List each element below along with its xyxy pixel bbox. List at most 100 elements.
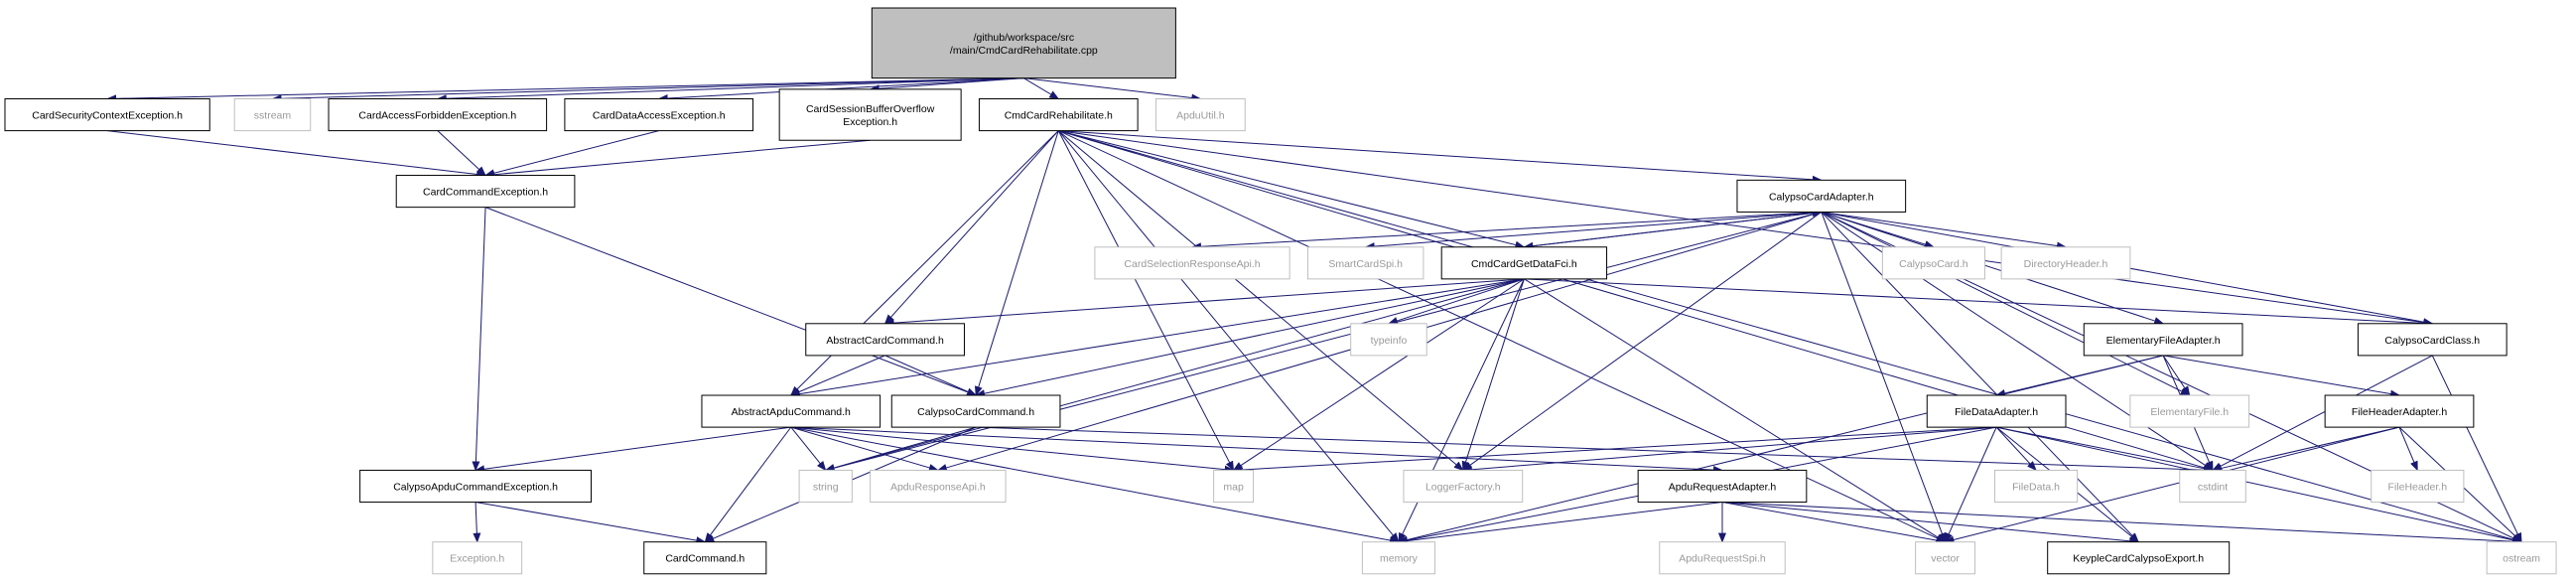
edge-cmdreh-to-ostream bbox=[1058, 130, 2523, 544]
node-box-sstream bbox=[233, 98, 312, 132]
edge-cmdreh-to-acc bbox=[883, 130, 1059, 325]
node-label-fh: FileHeader.h bbox=[2388, 481, 2448, 493]
node-label-root-1: /main/CmdCardRehabilitate.cpp bbox=[950, 45, 1098, 57]
edge-root-to-cafx bbox=[436, 77, 1024, 103]
node-efa[interactable]: ElementaryFileAdapter.h bbox=[2083, 323, 2243, 357]
node-ccmd[interactable]: CalypsoCardCommand.h bbox=[890, 394, 1061, 428]
edge-aac-to-memory bbox=[790, 426, 1400, 544]
node-box-ccx bbox=[395, 175, 576, 209]
node-box-cca bbox=[1736, 179, 1907, 213]
edge-cca-to-csrapi bbox=[1191, 211, 1822, 251]
node-ef: ElementaryFile.h bbox=[2129, 394, 2250, 428]
node-label-sstream: sstream bbox=[254, 110, 292, 122]
node-cmdreh[interactable]: CmdCardRehabilitate.h bbox=[978, 98, 1139, 132]
node-ccx[interactable]: CardCommandException.h bbox=[395, 175, 576, 209]
node-box-root bbox=[871, 7, 1176, 79]
node-fda[interactable]: FileDataAdapter.h bbox=[1926, 394, 2067, 428]
edge-cca-to-ef bbox=[1821, 212, 2191, 396]
edge-root-to-csbo bbox=[869, 77, 1024, 93]
node-root[interactable]: /github/workspace/src/main/CmdCardRehabi… bbox=[871, 7, 1176, 79]
node-csrapi: CardSelectionResponseApi.h bbox=[1094, 246, 1290, 280]
node-box-memory bbox=[1361, 541, 1436, 575]
edge-ccmd-to-string bbox=[824, 426, 977, 472]
edge-aac-to-string bbox=[790, 426, 827, 472]
node-aac[interactable]: AbstractApduCommand.h bbox=[701, 394, 881, 428]
edge-cacx-to-exc bbox=[473, 502, 481, 543]
node-box-cafx bbox=[328, 98, 548, 132]
edge-acc-to-aac bbox=[789, 355, 885, 396]
edge-root-to-cdax bbox=[657, 77, 1024, 102]
node-label-string: string bbox=[813, 481, 839, 493]
node-ara[interactable]: ApduRequestAdapter.h bbox=[1637, 469, 1808, 504]
edge-csbo-to-ccx bbox=[484, 139, 871, 179]
node-label-map: map bbox=[1223, 481, 1244, 493]
node-label-ccard: CalypsoCard.h bbox=[1899, 258, 1968, 270]
node-ccard: CalypsoCard.h bbox=[1881, 246, 1985, 280]
node-box-fh bbox=[2371, 469, 2465, 504]
edge-root-to-cscx bbox=[106, 77, 1024, 103]
node-acc[interactable]: AbstractCardCommand.h bbox=[805, 323, 965, 357]
node-label-cscx: CardSecurityContextException.h bbox=[32, 110, 183, 122]
node-cca[interactable]: CalypsoCardAdapter.h bbox=[1736, 179, 1907, 213]
node-label-cmdreh: CmdCardRehabilitate.h bbox=[1005, 110, 1113, 122]
node-label-csrapi: CardSelectionResponseApi.h bbox=[1124, 258, 1260, 270]
node-dirh: DirectoryHeader.h bbox=[2000, 246, 2131, 280]
node-box-ccc bbox=[2357, 323, 2508, 357]
node-string: string bbox=[798, 469, 853, 504]
node-fh: FileHeader.h bbox=[2371, 469, 2465, 504]
node-label-cacx: CalypsoApduCommandException.h bbox=[393, 481, 558, 493]
node-fha[interactable]: FileHeaderAdapter.h bbox=[2324, 394, 2475, 428]
edge-cca-to-kcce bbox=[1821, 212, 2139, 543]
node-label-ccx: CardCommandException.h bbox=[423, 187, 548, 199]
node-label-fda: FileDataAdapter.h bbox=[1955, 406, 2038, 418]
edge-cgdf-to-cca bbox=[1524, 209, 1823, 248]
edge-aac-to-ccmdh bbox=[704, 426, 792, 543]
node-label-cca: CalypsoCardAdapter.h bbox=[1769, 191, 1874, 203]
node-ccc[interactable]: CalypsoCardClass.h bbox=[2357, 323, 2508, 357]
edge-fda-to-cstdint bbox=[1996, 426, 2215, 473]
node-box-apduutil bbox=[1154, 98, 1246, 132]
node-cafx[interactable]: CardAccessForbiddenException.h bbox=[328, 98, 548, 132]
node-label-lf: LoggerFactory.h bbox=[1425, 481, 1501, 493]
node-label-exc: Exception.h bbox=[450, 553, 504, 565]
edge-fda-to-fd bbox=[1995, 426, 2037, 472]
edge-cmdreh-to-map bbox=[1057, 130, 1235, 472]
node-label-csbo-1: Exception.h bbox=[843, 116, 897, 128]
edge-root-to-sstream bbox=[271, 77, 1024, 103]
node-kcce[interactable]: KeypleCardCalypsoExport.h bbox=[2047, 541, 2231, 575]
node-label-dirh: DirectoryHeader.h bbox=[2024, 258, 2108, 270]
node-box-ef bbox=[2129, 394, 2250, 428]
edge-ccx-to-ccmd bbox=[484, 207, 978, 396]
node-cdax[interactable]: CardDataAccessException.h bbox=[564, 98, 754, 132]
node-label-ccc: CalypsoCardClass.h bbox=[2384, 335, 2480, 347]
node-label-ostream: ostream bbox=[2503, 553, 2540, 565]
node-typeinfo: typeinfo bbox=[1350, 323, 1427, 357]
node-cgdf[interactable]: CmdCardGetDataFci.h bbox=[1440, 246, 1608, 280]
edge-cafx-to-ccx bbox=[437, 130, 486, 177]
node-box-csbo bbox=[778, 88, 962, 141]
node-box-fha bbox=[2324, 394, 2475, 428]
node-cscx[interactable]: CardSecurityContextException.h bbox=[4, 98, 210, 132]
edge-cgdf-to-acc bbox=[883, 278, 1525, 328]
edge-cscx-to-ccx bbox=[107, 130, 487, 179]
edge-cmdreh-to-lf bbox=[1057, 130, 1464, 472]
edge-cca-to-lf bbox=[1462, 212, 1823, 472]
edge-cacx-to-ccmdh bbox=[475, 502, 707, 545]
node-label-fha: FileHeaderAdapter.h bbox=[2352, 406, 2447, 418]
node-label-aac: AbstractApduCommand.h bbox=[732, 406, 851, 418]
node-label-cgdf: CmdCardGetDataFci.h bbox=[1471, 258, 1577, 270]
node-box-ccmdh bbox=[643, 541, 767, 575]
node-box-map bbox=[1213, 469, 1255, 504]
edge-aac-to-ara bbox=[790, 426, 1723, 475]
edge-fda-to-map bbox=[1232, 426, 1997, 474]
edge-cmdreh-to-cgdf bbox=[1058, 130, 1526, 249]
node-cacx[interactable]: CalypsoApduCommandException.h bbox=[359, 469, 593, 504]
node-label-arapi: ApduResponseApi.h bbox=[890, 481, 986, 493]
edge-cgdf-to-ccmd bbox=[975, 278, 1525, 398]
edge-cgdf-to-aac bbox=[789, 278, 1525, 398]
edge-ccx-to-cacx bbox=[472, 207, 486, 472]
node-ccmdh[interactable]: CardCommand.h bbox=[643, 541, 767, 575]
node-arspi: ApduRequestSpi.h bbox=[1659, 541, 1786, 575]
node-sstream: sstream bbox=[233, 98, 312, 132]
